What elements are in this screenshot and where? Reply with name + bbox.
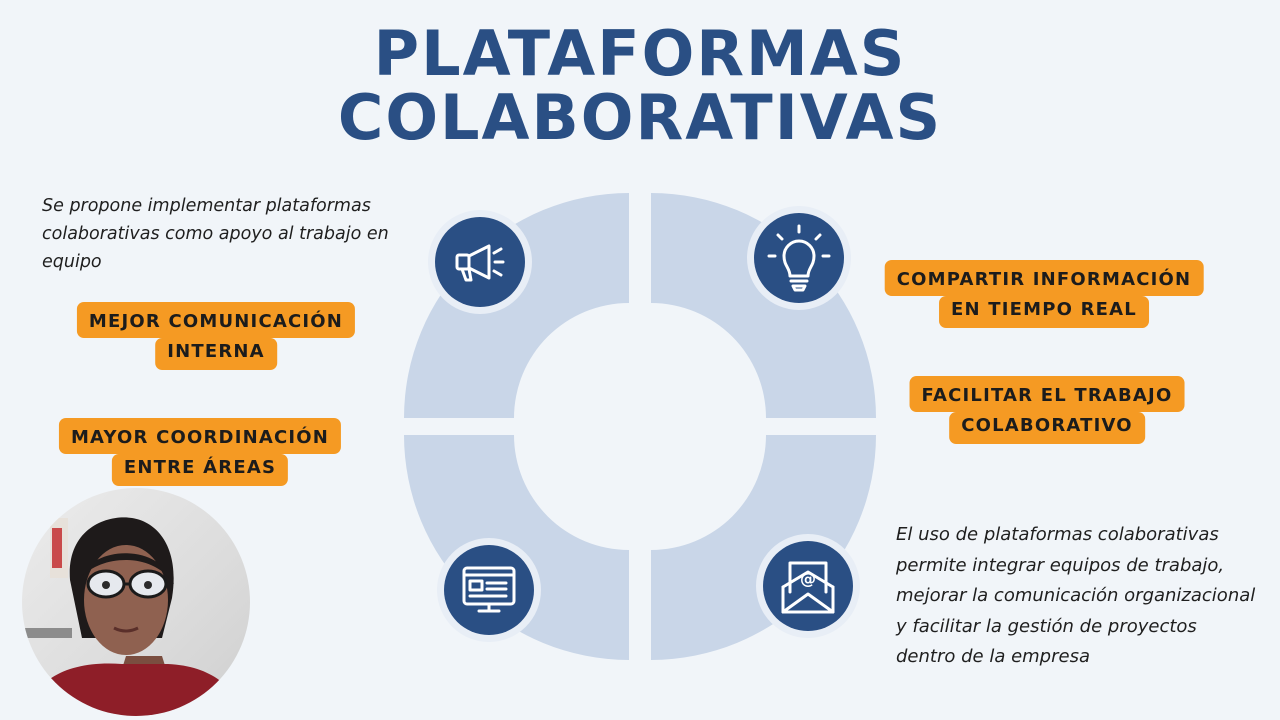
page-title: PLATAFORMAS COLABORATIVAS [0,22,1280,150]
donut-segment-bottom-right [651,435,876,660]
title-line-1: PLATAFORMAS [373,17,907,90]
pill-line-1: FACILITAR EL TRABAJO [909,376,1185,412]
pill-line-1: MAYOR COORDINACIÓN [58,418,342,454]
description-text: El uso de plataformas colaborativas perm… [896,524,1256,667]
lightbulb-icon [747,206,851,310]
pill-line-1: MEJOR COMUNICACIÓN [76,302,356,338]
pill-line-2: INTERNA [155,338,277,370]
intro-text: Se propone implementar plataformas colab… [42,196,389,272]
monitor-icon [437,538,541,642]
pill-line-2: ENTRE ÁREAS [111,454,289,486]
pill-line-1: COMPARTIR INFORMACIÓN [884,260,1204,296]
donut-diagram: @ [404,193,876,660]
pill-line-2: EN TIEMPO REAL [939,296,1149,328]
donut-segment-top-right [651,193,876,418]
presenter-video-avatar [22,488,250,716]
pill-line-2: COLABORATIVO [949,412,1145,444]
presenter-photo [22,517,244,716]
donut-segment-top-left [404,193,629,418]
svg-text:@: @ [800,569,816,588]
megaphone-icon [428,210,532,314]
envelope-at-icon: @ [756,534,860,638]
title-line-2: COLABORATIVAS [337,81,943,154]
